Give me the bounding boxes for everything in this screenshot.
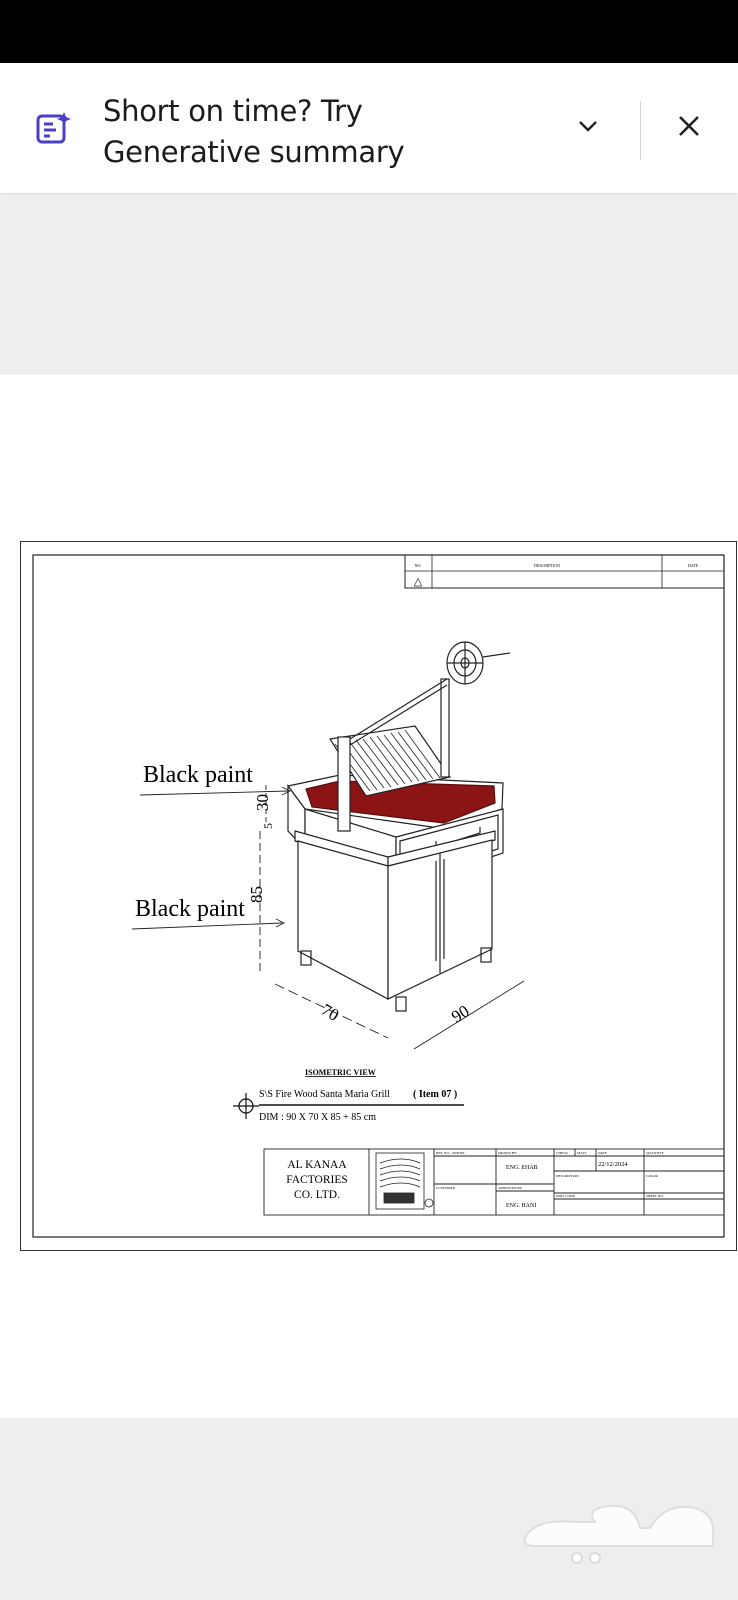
tb-date: DATE xyxy=(598,1151,607,1155)
tb-mat: MAT'L xyxy=(577,1151,587,1155)
revision-table: NO. DESCRIPTION DATE △ xyxy=(404,554,725,589)
label-black-paint-top: Black paint xyxy=(143,762,253,788)
tb-approved-by-value: ENG. HANI xyxy=(506,1203,536,1209)
tb-ref-model: REF. NO. / MODEL xyxy=(436,1151,465,1155)
tb-description: DESCRIPTION xyxy=(556,1174,579,1178)
company-logo xyxy=(375,1152,434,1210)
chevron-down-icon[interactable] xyxy=(576,114,600,138)
label-black-paint-bottom: Black paint xyxy=(135,896,245,922)
technical-drawing: NO. DESCRIPTION DATE △ xyxy=(20,541,737,1251)
dim-30: 30 xyxy=(253,794,272,811)
drawing-inner-frame xyxy=(32,554,725,1238)
view-title: ISOMETRIC VIEW xyxy=(305,1068,376,1077)
tb-sheet-no: SHEET NO. xyxy=(646,1194,664,1198)
grill-grate xyxy=(329,725,451,797)
tb-part-code: PART CODE xyxy=(556,1194,575,1198)
dim-85: 85 xyxy=(247,886,266,903)
company-line3: CO. LTD. xyxy=(294,1189,340,1201)
company-line2: FACTORIES xyxy=(286,1174,348,1186)
tb-color: COLOR xyxy=(646,1174,659,1178)
tb-customer: CUSTOMER xyxy=(436,1186,456,1190)
generative-summary-banner[interactable] xyxy=(0,63,738,193)
company-line1: AL KANAA xyxy=(287,1159,347,1171)
tb-drawn-by-value: ENG. EHAB xyxy=(506,1165,538,1171)
tb-date-value: 22/12/2024 xyxy=(598,1161,628,1168)
item-number: ( Item 07 ) xyxy=(413,1089,457,1100)
tb-approved-by: APPROVED BY xyxy=(498,1186,523,1190)
product-dimensions: DIM : 90 X 70 X 85 + 85 cm xyxy=(259,1112,376,1123)
drawing-outer-frame xyxy=(20,541,737,1251)
tb-drawn-by: DRAWN BY xyxy=(498,1151,517,1155)
dim-5: 5 xyxy=(261,823,275,829)
grill-illustration xyxy=(286,641,511,1012)
dim-70: 70 xyxy=(318,1000,342,1025)
dim-90: 90 xyxy=(448,1001,472,1026)
rev-marker: △ xyxy=(414,576,423,588)
dimension-lines xyxy=(131,785,525,1050)
rev-col-no: NO. xyxy=(415,563,422,568)
banner-divider xyxy=(640,101,641,160)
status-bar xyxy=(0,0,738,63)
tb-check: CHECK xyxy=(556,1151,568,1155)
viewer-background-top xyxy=(0,195,738,375)
product-name: S\S Fire Wood Santa Maria Grill xyxy=(259,1089,390,1100)
rev-col-date: DATE xyxy=(688,563,699,568)
rev-col-description: DESCRIPTION xyxy=(534,563,560,568)
close-icon[interactable] xyxy=(677,114,701,138)
tb-quantity: QUANTITY xyxy=(646,1151,665,1155)
banner-message[interactable]: Short on time? Try Generative summary xyxy=(103,94,405,169)
title-block xyxy=(263,1148,725,1216)
crosshair-icon xyxy=(233,1093,259,1119)
haraj-watermark xyxy=(523,1504,715,1564)
generative-summary-icon[interactable] xyxy=(36,112,72,144)
